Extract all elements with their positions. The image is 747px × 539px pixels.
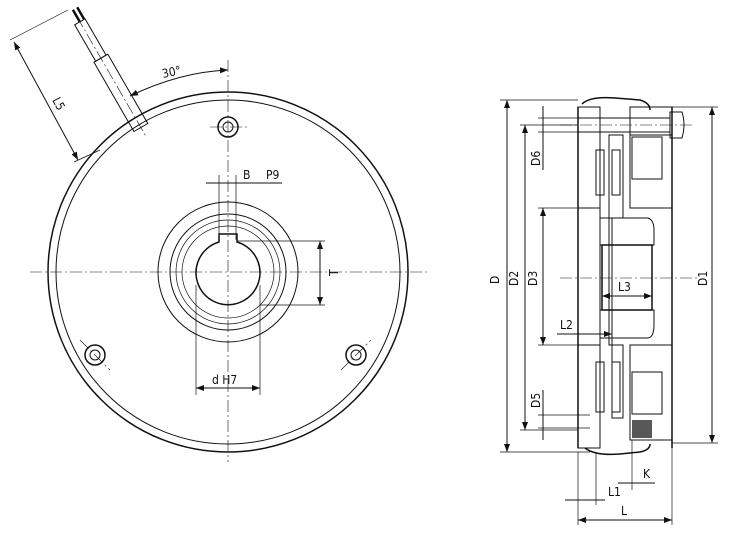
hub-ring xyxy=(169,213,287,331)
section-view: D D2 D3 D6 D5 D1 L3 L2 K L1 L xyxy=(488,96,718,525)
cable-length-label: L5 xyxy=(49,95,67,113)
hub-ring-inner xyxy=(175,219,281,325)
hub-ring-3 xyxy=(181,225,275,319)
seal-bottom xyxy=(584,443,651,456)
keyway-tolerance-label: P9 xyxy=(266,168,280,182)
hub-outer xyxy=(157,201,299,343)
label-D3: D3 xyxy=(526,271,540,286)
label-D6: D6 xyxy=(529,151,543,166)
label-D1: D1 xyxy=(696,271,710,286)
angle-dimension-arc xyxy=(129,67,229,97)
label-D5: D5 xyxy=(529,393,543,408)
bolt-hole-right xyxy=(340,339,372,371)
seal-top xyxy=(581,96,651,111)
keyway-width-label: B xyxy=(243,168,250,182)
coil-bottom xyxy=(631,371,663,415)
bore-label: d H7 xyxy=(212,373,237,387)
label-L1: L1 xyxy=(608,485,621,499)
bolt-hole-top xyxy=(210,116,250,138)
hub-bore xyxy=(601,244,653,311)
label-D2: D2 xyxy=(507,271,521,286)
coil-top xyxy=(631,136,663,180)
bolt-hole-left xyxy=(79,339,111,371)
label-L3: L3 xyxy=(618,280,631,294)
label-D: D xyxy=(488,276,502,284)
front-view: L5 30° B P9 T d H7 xyxy=(9,6,430,462)
label-K: K xyxy=(643,467,651,481)
keyway-depth-label: T xyxy=(327,269,341,277)
label-L2: L2 xyxy=(560,318,573,332)
shaft-bore-with-keyway xyxy=(195,233,261,306)
angle-label: 30° xyxy=(161,63,183,81)
cable xyxy=(71,6,149,139)
label-L: L xyxy=(621,504,627,518)
cable-length-dimension-line xyxy=(13,41,79,161)
